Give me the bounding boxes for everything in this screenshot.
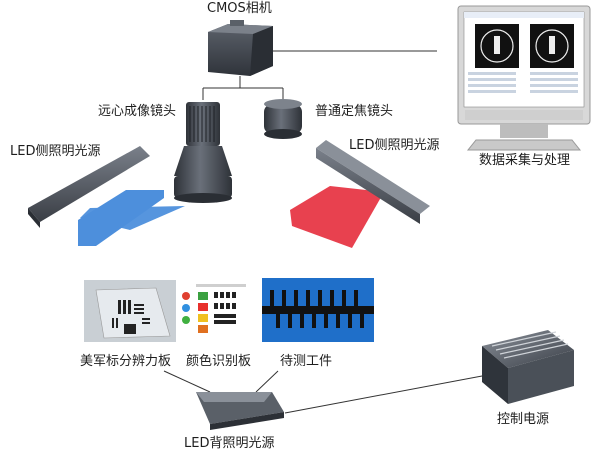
telecentric-lens-icon <box>174 102 232 203</box>
workpiece-under-test-image <box>262 278 374 342</box>
workpiece-under-test-label: 待测工件 <box>280 354 333 369</box>
led-side-light-right-icon <box>290 140 430 248</box>
monitor-icon <box>457 5 591 151</box>
connection-lines <box>163 50 483 414</box>
fixed-focus-lens-icon <box>264 99 302 139</box>
usaf-resolution-board-image <box>84 280 176 342</box>
control-power-supply-icon <box>482 330 574 404</box>
fixed-focus-lens-label: 普通定焦镜头 <box>315 104 394 119</box>
color-recognition-board-image <box>180 280 254 342</box>
data-processing-label: 数据采集与处理 <box>479 153 571 168</box>
led-side-light-left-label: LED侧照明光源 <box>10 144 101 159</box>
telecentric-lens-label: 远心成像镜头 <box>98 104 177 119</box>
led-backlight-label: LED背照明光源 <box>184 436 275 451</box>
led-side-light-right-label: LED侧照明光源 <box>349 138 440 153</box>
led-side-light-left-icon <box>28 146 185 246</box>
color-recognition-board-label: 颜色识别板 <box>186 354 252 369</box>
usaf-resolution-board-label: 美军标分辨力板 <box>80 354 172 369</box>
cmos-camera-label: CMOS相机 <box>207 1 272 16</box>
control-power-label: 控制电源 <box>497 412 550 427</box>
cmos-camera-icon <box>208 20 273 76</box>
led-backlight-icon <box>196 392 284 430</box>
